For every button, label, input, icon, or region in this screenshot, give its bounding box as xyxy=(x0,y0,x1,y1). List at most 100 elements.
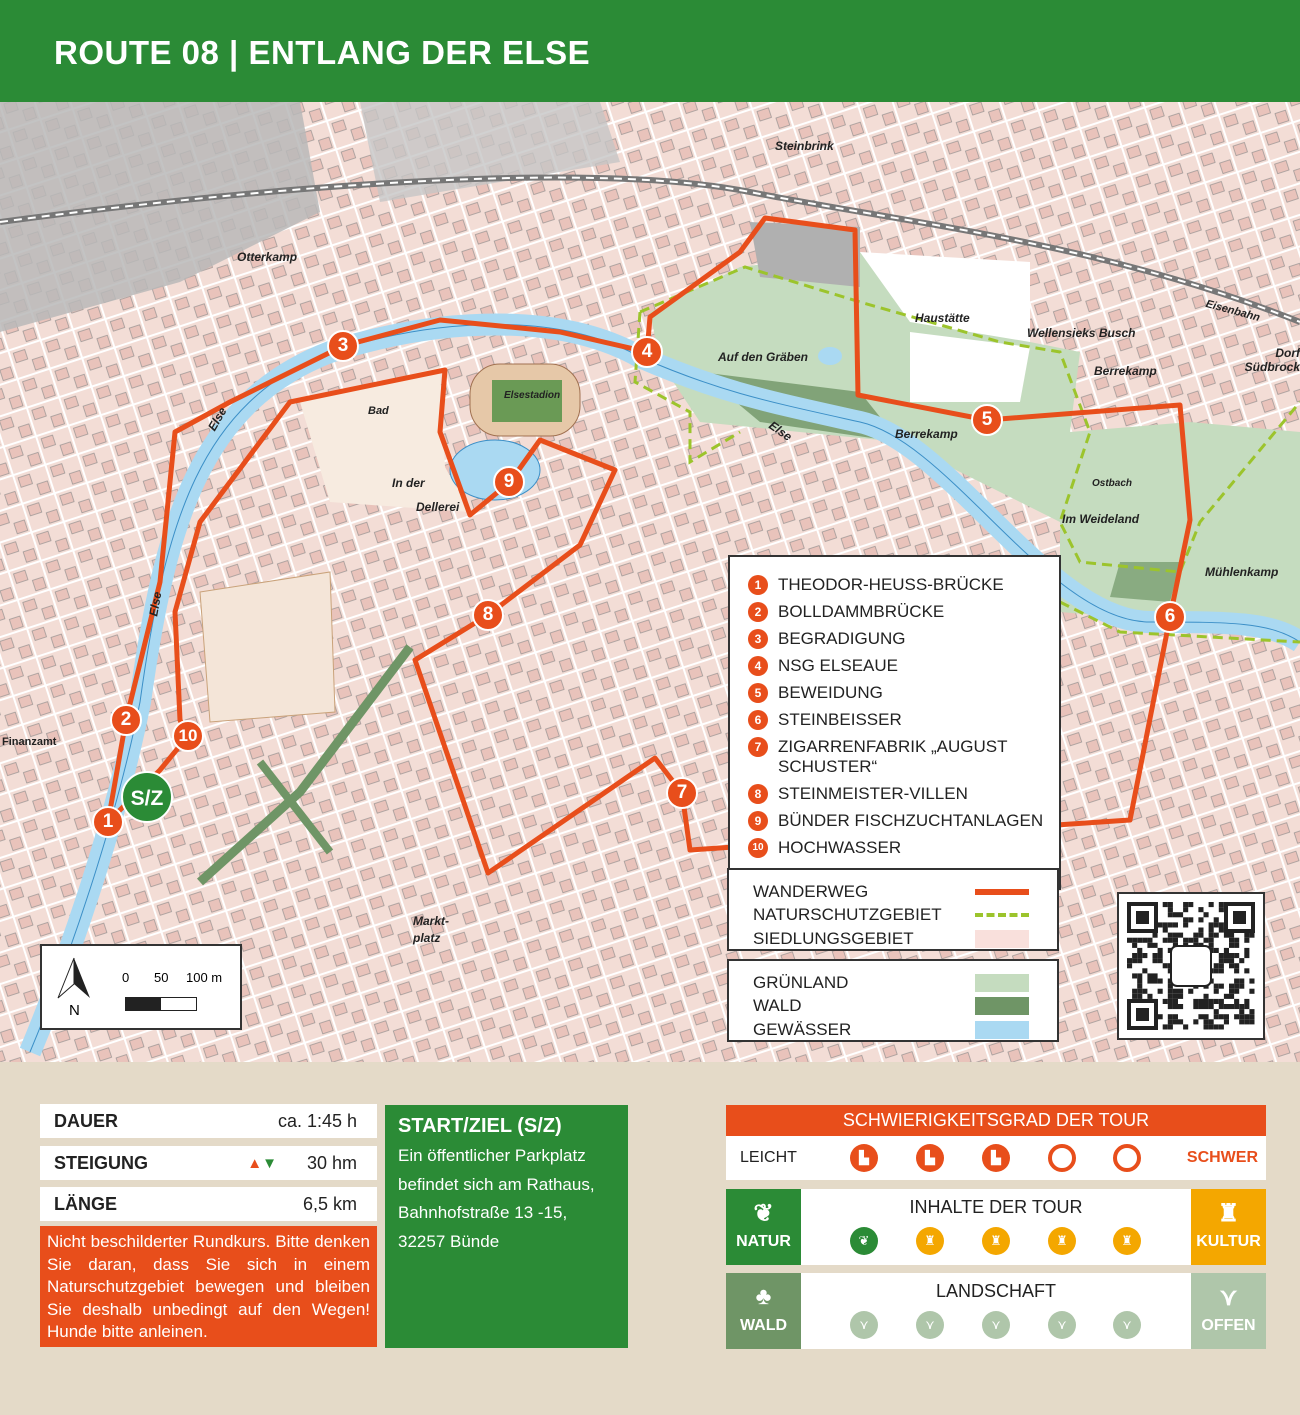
poi-number: 1 xyxy=(748,575,768,595)
route-map[interactable]: Steinbrink Otterkamp Haustätte Wellensie… xyxy=(0,102,1300,1062)
settlement-swatch xyxy=(975,929,1029,948)
map-marker-1[interactable]: 1 xyxy=(92,806,124,838)
poi-label: BÜNDER FISCHZUCHTANLAGEN xyxy=(778,811,1044,830)
map-marker-7[interactable]: 7 xyxy=(666,777,698,809)
poi-label: STEINMEISTER-VILLEN xyxy=(778,784,968,803)
poi-label: BOLLDAMMBRÜCKE xyxy=(778,602,945,621)
map-label: Markt- xyxy=(413,914,450,928)
forest-side: ♣ WALD xyxy=(726,1273,801,1349)
reserve-swatch xyxy=(975,913,1029,918)
map-marker-8[interactable]: 8 xyxy=(472,599,504,631)
notice-text: Nicht beschilderter Rundkurs. Bitte denk… xyxy=(40,1226,377,1347)
map-label: Im Weideland xyxy=(1062,512,1140,526)
scale-tick: 0 xyxy=(122,970,130,985)
poi-item: 8 STEINMEISTER-VILLEN xyxy=(748,784,1059,804)
legend-label: WANDERWEG xyxy=(753,881,869,901)
start-finish-box: START/ZIEL (S/Z) Ein öffentlicher Parkpl… xyxy=(385,1105,628,1348)
grass-circle-icon: ⋎ xyxy=(850,1311,878,1339)
climb-label: STEIGUNG xyxy=(54,1152,149,1173)
culture-label: KULTUR xyxy=(1196,1233,1261,1250)
map-marker-4[interactable]: 4 xyxy=(631,336,663,368)
route-line xyxy=(105,215,1193,876)
route-swatch xyxy=(975,888,1029,895)
poi-number: 2 xyxy=(748,602,768,622)
start-finish-marker[interactable]: S/Z xyxy=(121,771,173,823)
climb-row: STEIGUNG ▲▼ 30 hm xyxy=(40,1146,377,1180)
map-marker-2[interactable]: 2 xyxy=(110,704,142,736)
castle-circle-icon: ♜ xyxy=(916,1227,944,1255)
map-label: Dellerei xyxy=(416,500,460,514)
poi-label: BEGRADIGUNG xyxy=(778,629,906,648)
map-label: Dorf Südbrock xyxy=(1244,346,1300,374)
water-swatch xyxy=(975,1020,1029,1039)
map-base xyxy=(0,102,1300,1062)
grass-circle-icon: ⋎ xyxy=(916,1311,944,1339)
poi-number: 4 xyxy=(748,656,768,676)
nature-label: NATUR xyxy=(736,1233,791,1250)
legend-areas: GRÜNLAND WALD GEWÄSSER xyxy=(727,959,1059,1042)
landscape-panel: ♣WALD LANDSCHAFT ⋎OFFEN ⋎⋎⋎⋎⋎ xyxy=(726,1273,1266,1349)
map-label: Haustätte xyxy=(915,311,970,325)
map-label: Elsestadion xyxy=(504,390,561,401)
page-title: ROUTE 08 | ENTLANG DER ELSE xyxy=(54,34,591,71)
scale-bar xyxy=(125,997,197,1011)
castle-circle-icon: ♜ xyxy=(982,1227,1010,1255)
map-label: Auf den Gräben xyxy=(718,350,809,364)
empty-circle-icon xyxy=(1048,1144,1076,1172)
open-label: OFFEN xyxy=(1201,1317,1256,1334)
climb-value: 30 hm xyxy=(306,1152,357,1173)
poi-label: NSG ELSEAUE xyxy=(778,656,898,675)
grass-icon: ⋎ xyxy=(1219,1284,1238,1311)
length-value: 6,5 km xyxy=(302,1193,357,1214)
poi-label: HOCHWASSER xyxy=(778,838,902,857)
length-label: LÄNGE xyxy=(54,1193,117,1214)
content-heading: INHALTE DER TOUR xyxy=(909,1197,1083,1217)
scale-tick: 50 xyxy=(154,970,169,985)
tree-icon: ♣ xyxy=(755,1283,772,1310)
difficulty-panel: SCHWIERIGKEITSGRAD DER TOUR LEICHT SCHWE… xyxy=(726,1105,1266,1349)
legend-item: WALD xyxy=(753,995,1057,1019)
map-label: Steinbrink xyxy=(775,139,834,153)
legend-item: NATURSCHUTZGEBIET xyxy=(753,904,1057,928)
legend-item: WANDERWEG xyxy=(753,880,1057,904)
legend-label: SIEDLUNGSGEBIET xyxy=(753,928,914,948)
map-marker-3[interactable]: 3 xyxy=(327,330,359,362)
poi-item: 1 THEODOR-HEUSS-BRÜCKE xyxy=(748,575,1059,595)
landscape-heading: LANDSCHAFT xyxy=(935,1281,1056,1301)
poi-number: 8 xyxy=(748,784,768,804)
up-down-icon: ▲▼ xyxy=(247,1154,277,1172)
poi-number: 5 xyxy=(748,683,768,703)
north-label: N xyxy=(69,1002,80,1019)
poi-number: 7 xyxy=(748,737,768,757)
open-side: ⋎ OFFEN xyxy=(1191,1273,1266,1349)
start-text: Ein öffentlicher Parkplatz befindet sich… xyxy=(398,1146,595,1251)
map-marker-10[interactable]: 10 xyxy=(172,720,204,752)
castle-icon: ♜ xyxy=(1217,1200,1240,1227)
culture-side: ♜ KULTUR xyxy=(1191,1189,1266,1265)
legend-label: NATURSCHUTZGEBIET xyxy=(753,905,942,925)
map-label: Otterkamp xyxy=(237,250,298,264)
empty-circle-icon xyxy=(1113,1144,1141,1172)
poi-number: 6 xyxy=(748,710,768,730)
map-marker-9[interactable]: 9 xyxy=(493,466,525,498)
map-marker-6[interactable]: 6 xyxy=(1154,601,1186,633)
poi-label: THEODOR-HEUSS-BRÜCKE xyxy=(778,575,1004,594)
duration-value: ca. 1:45 h xyxy=(277,1110,357,1131)
legend-label: GRÜNLAND xyxy=(753,972,849,992)
map-marker-5[interactable]: 5 xyxy=(971,404,1003,436)
header: ROUTE 08 | ENTLANG DER ELSE xyxy=(0,0,1300,102)
start-heading: START/ZIEL (S/Z) xyxy=(398,1115,562,1137)
content-panel: ❦NATUR INHALTE DER TOUR ♜KULTUR ❦♜♜♜♜ xyxy=(726,1189,1266,1265)
qr-code[interactable] xyxy=(1117,892,1265,1040)
forest-label: WALD xyxy=(739,1317,788,1334)
map-label: Berrekamp xyxy=(895,427,958,441)
legend-lines: WANDERWEG NATURSCHUTZGEBIET SIEDLUNGSGEB… xyxy=(727,868,1059,951)
legend-item: SIEDLUNGSGEBIET xyxy=(753,927,1057,951)
difficulty-heading: SCHWIERIGKEITSGRAD DER TOUR xyxy=(726,1105,1266,1136)
boot-icon: ▙ xyxy=(982,1144,1010,1172)
